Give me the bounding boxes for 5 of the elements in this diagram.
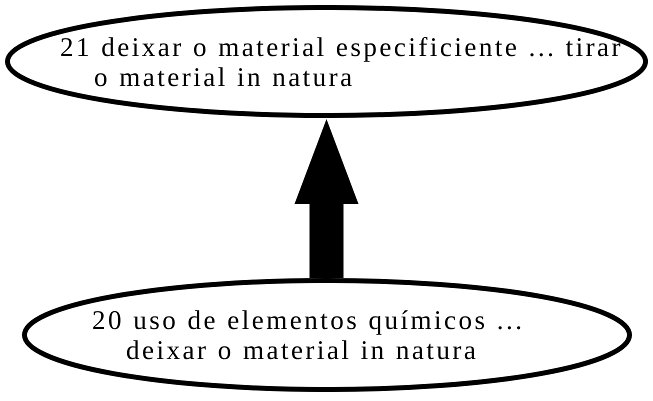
- ellipse-node: [22, 278, 632, 392]
- node-label: 21 deixar o material especificiente ... tirar o material in natura: [60, 32, 624, 92]
- ellipse-node: [5, 5, 648, 118]
- arrow: [294, 119, 358, 278]
- node-label: 20 uso de elementos químicos ... deixar o material in natura: [92, 305, 526, 365]
